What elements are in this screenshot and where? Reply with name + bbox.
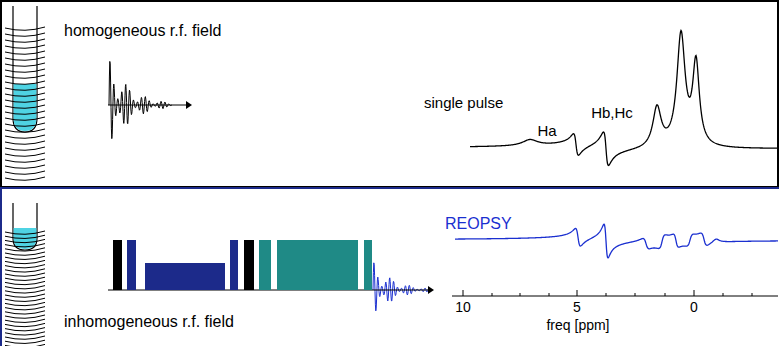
peak-label: Hb,Hc	[591, 105, 633, 122]
panel-title: homogeneous r.f. field	[64, 22, 221, 40]
axis-title: freq [ppm]	[546, 318, 609, 333]
axis-arrowhead	[186, 101, 192, 109]
panel: inhomogeneous r.f. field REOPSY	[0, 187, 779, 346]
axis-ticks	[463, 290, 752, 296]
panel-title: inhomogeneous r.f. field	[64, 313, 234, 331]
pulse-sequence	[113, 240, 372, 290]
peak-label: Ha	[537, 123, 556, 140]
axis-arrowhead	[428, 286, 434, 294]
frequency-axis	[452, 296, 778, 297]
experiment-label: single pulse	[424, 95, 503, 112]
time-axis	[108, 105, 186, 106]
tick-label: 5	[573, 300, 581, 315]
panel: homogeneous r.f. field single pulse	[0, 0, 779, 188]
experiment-label: REOPSY	[445, 215, 512, 233]
tick-label: 0	[690, 300, 698, 315]
tick-label: 10	[455, 300, 471, 315]
